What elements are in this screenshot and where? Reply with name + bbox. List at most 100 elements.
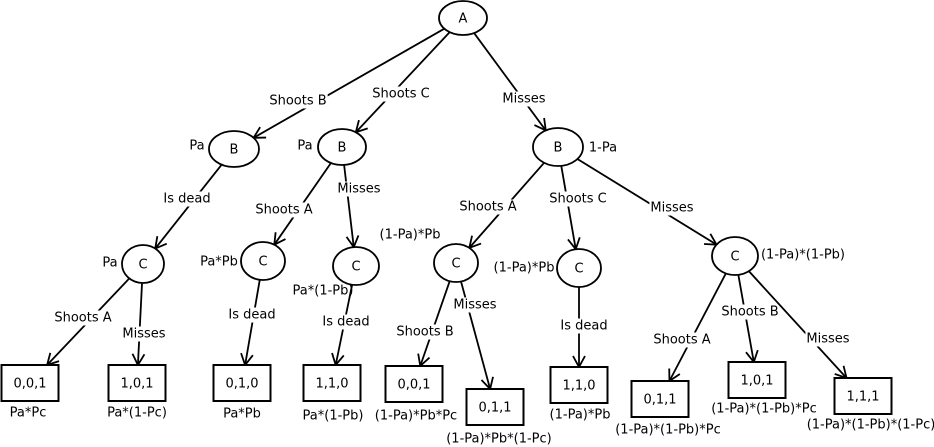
node-label: A (459, 12, 468, 27)
edge-arrow (576, 158, 719, 246)
outcome-label: 0,1,0 (225, 377, 258, 392)
outcome-label: 1,0,1 (120, 377, 153, 392)
outcome-box (549, 366, 609, 404)
probability-label: Pa (189, 139, 204, 154)
edge-label-background (805, 331, 851, 347)
probability-label: Pa*(1-Pb) (303, 409, 364, 424)
edge-label: Shoots B (721, 305, 778, 320)
edge-label-background (559, 318, 609, 334)
probability-label: Pa*Pb (200, 255, 238, 270)
edge-label-background (268, 93, 328, 109)
probability-label: Pa (297, 139, 312, 154)
state-node (208, 130, 260, 168)
node-label: C (258, 255, 267, 270)
state-node (332, 246, 380, 286)
node-label: C (730, 250, 739, 265)
probability-label: Pa*Pb (223, 407, 261, 422)
edge-label: Shoots B (396, 325, 453, 340)
edge-label: Is dead (228, 308, 275, 323)
edge-label-background (452, 297, 498, 313)
edge-label: Is dead (322, 315, 369, 330)
outcome-box (212, 364, 272, 402)
state-node (711, 236, 759, 276)
node-label: C (138, 258, 147, 273)
edge-label: Misses (453, 298, 496, 313)
edge-arrow (354, 31, 451, 134)
edge-label: Shoots C (372, 87, 429, 102)
probability-label: 1-Pa (589, 141, 617, 156)
state-node (240, 241, 286, 281)
edge-label-background (371, 86, 431, 102)
outcome-box (384, 365, 444, 403)
outcome-box (630, 380, 690, 418)
node-label: B (554, 141, 563, 156)
outcome-label: 1,1,0 (315, 377, 348, 392)
edge-label: Shoots A (459, 200, 516, 215)
edge-label: Is dead (560, 319, 607, 334)
edge-arrow (251, 27, 445, 139)
node-label: B (230, 143, 239, 158)
probability-label: (1-Pa)*Pb*(1-Pc) (446, 432, 552, 447)
edge-label-background (121, 326, 167, 342)
node-label: C (451, 257, 460, 272)
edge-label: Misses (337, 182, 380, 197)
state-node (317, 128, 367, 166)
state-node (438, 0, 488, 36)
edge-label-background (254, 202, 314, 218)
outcome-label: 0,1,1 (643, 393, 676, 408)
outcome-box (302, 364, 362, 402)
outcome-label: 0,0,1 (397, 378, 430, 393)
edge-arrow (154, 164, 223, 251)
edge-arrow (560, 165, 581, 252)
edge-label-background (162, 191, 212, 207)
edge-label-background (395, 324, 455, 340)
probability-label: (1-Pa)*(1-Pb) (761, 248, 845, 263)
state-node (121, 244, 165, 284)
edge-arrow (473, 32, 547, 132)
node-label: C (351, 260, 360, 275)
probability-label: (1-Pa)*Pb (494, 261, 555, 276)
edge-label: Misses (806, 332, 849, 347)
edge-label: Shoots A (54, 311, 111, 326)
edge-arrow (668, 273, 727, 383)
edge-label-background (720, 304, 780, 320)
probability-label: (1-Pa)*Pb (380, 228, 441, 243)
edge-arrow (343, 164, 360, 249)
edge-arrow (748, 270, 848, 380)
edge-arrow (131, 282, 146, 367)
outcome-box (0, 364, 60, 402)
edge-label: Shoots A (255, 203, 312, 218)
edge-arrow (417, 280, 451, 368)
outcome-box (465, 388, 525, 426)
edge-label: Misses (122, 327, 165, 342)
probability-label: Pa (102, 256, 117, 271)
edge-label-background (53, 310, 113, 326)
outcome-label: 0,1,1 (478, 401, 511, 416)
edge-label-background (548, 191, 608, 207)
edge-label-background (652, 332, 712, 348)
node-label: C (574, 262, 583, 277)
probability-label: Pa*Pc (10, 406, 47, 421)
outcome-label: 1,1,0 (562, 379, 595, 394)
edge-label: Misses (502, 92, 545, 107)
probability-label: Pa*(1-Pb) (293, 284, 354, 299)
edge-label-background (321, 314, 371, 330)
outcome-label: 1,0,1 (740, 374, 773, 389)
probability-label: Pa*(1-Pc) (107, 406, 167, 421)
outcome-box (833, 377, 893, 415)
edge-label-background (458, 199, 518, 215)
state-node (433, 243, 479, 283)
edge-label: Shoots A (653, 333, 710, 348)
edge-label: Misses (650, 201, 693, 216)
state-node (532, 127, 584, 167)
outcome-label: 1,1,1 (846, 390, 879, 405)
edge-label-background (501, 91, 547, 107)
edge-label-background (649, 200, 695, 216)
probability-label: (1-Pa)*Pb (550, 408, 611, 423)
edge-label: Shoots C (549, 192, 606, 207)
state-node (556, 248, 602, 288)
outcome-box (727, 361, 787, 399)
